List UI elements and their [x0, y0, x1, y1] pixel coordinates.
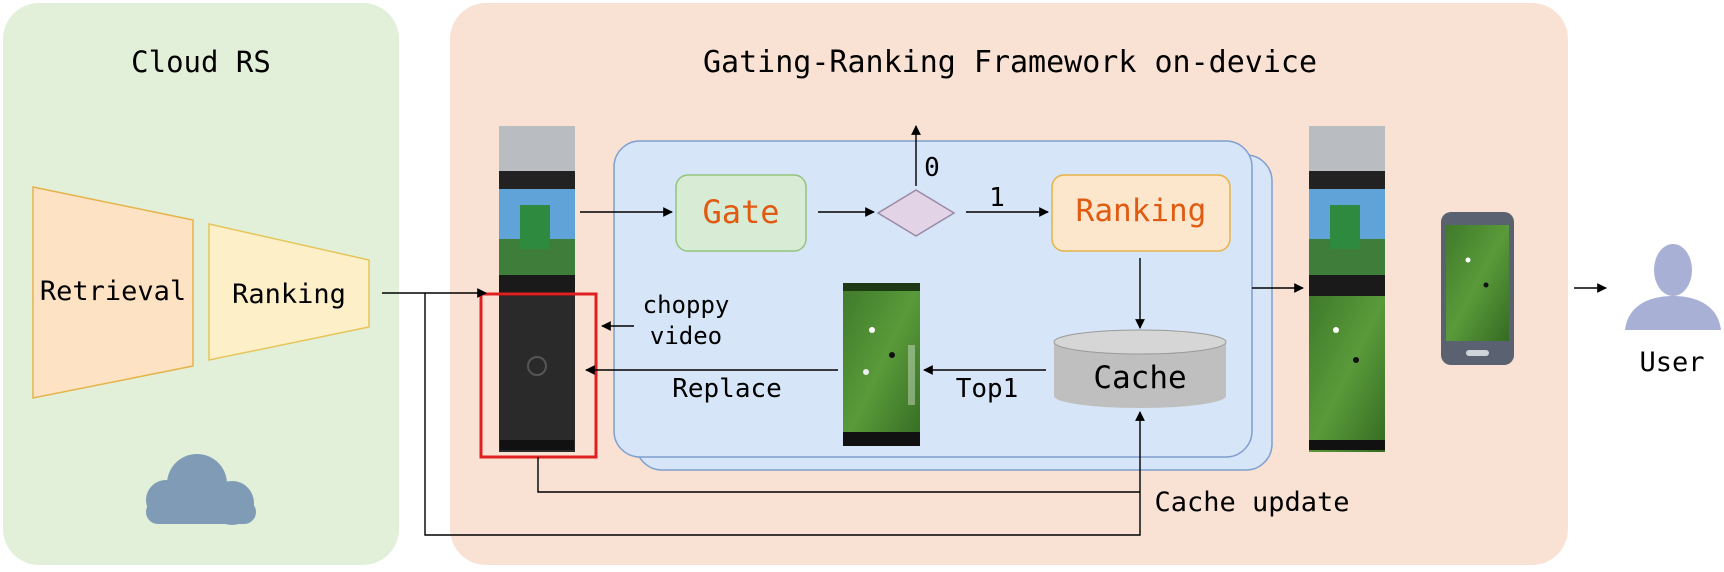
- video-feed-right: [1309, 126, 1385, 452]
- cloud-ranking-block: [208, 223, 370, 361]
- branch-zero-label: 0: [924, 153, 940, 183]
- gate-label: Gate: [702, 193, 779, 231]
- gate-box: [675, 174, 807, 252]
- cloud-rs-title: Cloud RS: [131, 45, 271, 79]
- device-ranking-label: Ranking: [1076, 193, 1207, 229]
- video-top1: [843, 283, 920, 446]
- cloud-to-cache-loop: [424, 293, 1145, 536]
- cloud-ranking-label: Ranking: [232, 279, 346, 310]
- framework-title: Gating-Ranking Framework on-device: [703, 45, 1317, 80]
- diamond-icon: [876, 189, 956, 237]
- video-feed-left: [499, 126, 575, 452]
- connectors: [382, 125, 1607, 536]
- retrieval-label: Retrieval: [40, 276, 186, 307]
- user-icon: [1625, 244, 1721, 330]
- choppy-label-line2: video: [650, 322, 722, 350]
- cache-update-loop: [537, 457, 1140, 493]
- cache-label: Cache: [1093, 360, 1186, 396]
- cloud-rs-panel: [3, 3, 399, 565]
- cache-cylinder: [1053, 329, 1227, 408]
- smartphone-icon: [1441, 212, 1514, 365]
- cache-update-label: Cache update: [1154, 487, 1349, 518]
- retrieval-block: [32, 186, 194, 399]
- cloud-icon: [146, 454, 256, 525]
- top1-label: Top1: [956, 374, 1019, 404]
- device-ranking-box: [1051, 174, 1231, 252]
- replace-label: Replace: [672, 374, 782, 404]
- choppy-label-line1: choppy: [643, 291, 730, 319]
- branch-one-label: 1: [989, 183, 1005, 213]
- user-label: User: [1639, 347, 1704, 378]
